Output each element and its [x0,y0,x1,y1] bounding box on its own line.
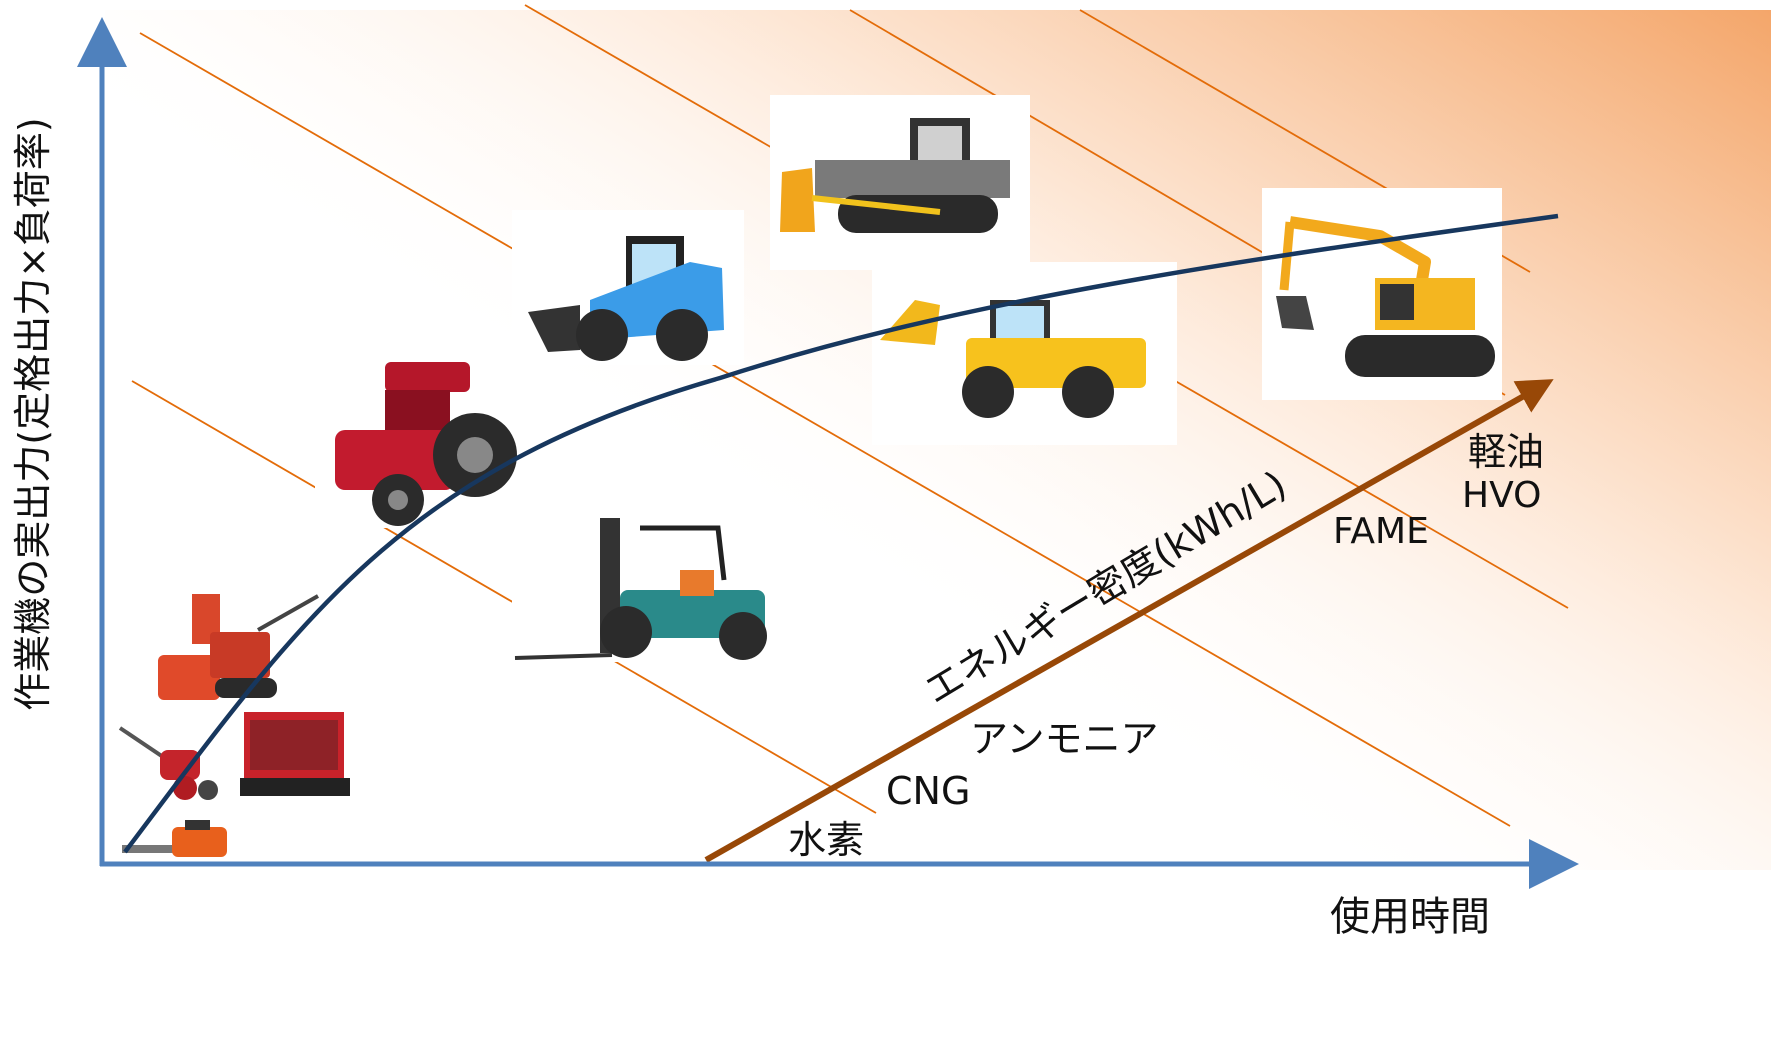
machine-bulldozer [770,95,1030,270]
machine-tractor [315,332,540,528]
iso-line-2 [139,32,1511,827]
x-axis-label: 使用時間 [1330,894,1490,940]
fuel-label-fame: FAME [1333,511,1429,552]
machine-snow-blower [150,588,320,706]
output-curve [123,213,1559,854]
machine-excavator [1262,188,1502,400]
iso-line-1 [131,380,877,814]
fuel-label-hvo: HVO [1462,475,1541,516]
fuel-label-cng: CNG [886,769,970,813]
fuel-label-ammonia: アンモニア [970,717,1158,761]
machine-forklift [512,500,770,662]
machine-skid-steer-loader [512,210,744,365]
y-axis-label: 作業機の実出力(定格出力×負荷率) [11,117,55,711]
fuel-label-diesel: 軽油 [1468,430,1544,474]
machine-chainsaw [122,820,227,857]
machine-wheel-loader [872,262,1177,445]
machine-generator [237,700,352,802]
machine-cultivator [112,705,232,800]
energy-density-arrow [704,379,1554,863]
fuel-label-hydrogen: 水素 [788,818,864,862]
